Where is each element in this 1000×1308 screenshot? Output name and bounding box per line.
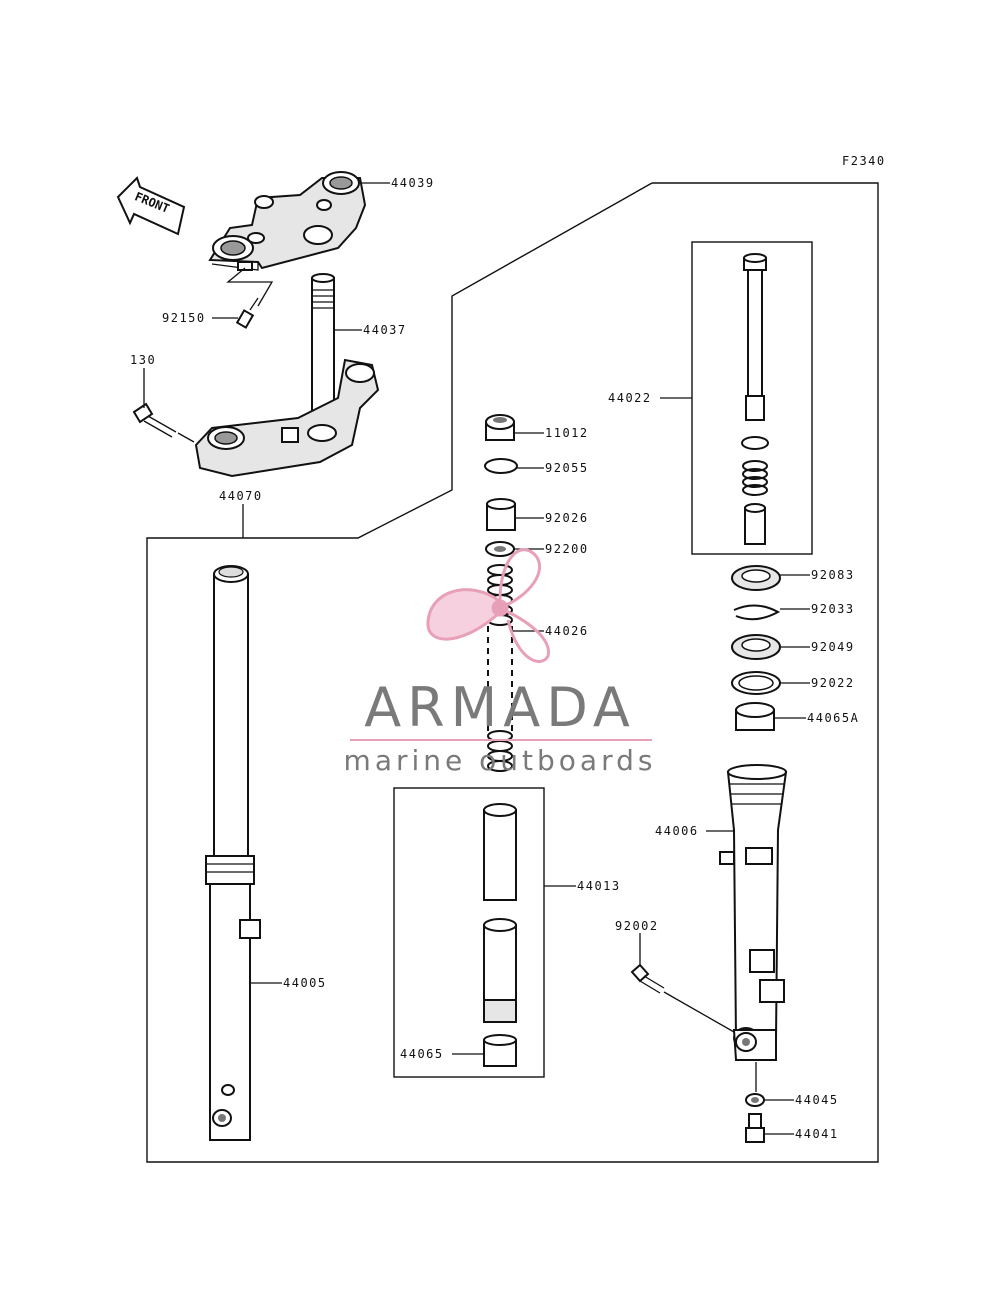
label-92022: 92022	[811, 676, 855, 690]
spacer-92026	[486, 498, 516, 531]
upper-bracket	[208, 171, 367, 271]
label-44039: 44039	[391, 176, 435, 190]
figure-code: F2340	[842, 154, 886, 168]
label-44070: 44070	[219, 489, 263, 503]
oil-seal-92049	[731, 634, 781, 660]
label-44041: 44041	[795, 1127, 839, 1141]
axle-bolt-92002	[630, 963, 735, 1033]
damper-rod-44022	[741, 253, 769, 545]
front-arrow-icon: FRONT	[116, 176, 186, 236]
watermark-brand: ARMADA	[364, 676, 636, 739]
label-44037: 44037	[363, 323, 407, 337]
label-92049: 92049	[811, 640, 855, 654]
assembly-frame	[146, 182, 879, 1163]
bushing-44065	[483, 1034, 517, 1067]
bolt-130	[132, 402, 195, 443]
label-92026: 92026	[545, 511, 589, 525]
label-11012: 11012	[545, 426, 589, 440]
label-44065A: 44065A	[807, 711, 859, 725]
steering-stem	[311, 273, 335, 439]
label-44065: 44065	[400, 1047, 444, 1061]
retaining-ring-92033	[733, 604, 781, 621]
label-92055: 92055	[545, 461, 589, 475]
label-130: 130	[130, 353, 156, 367]
label-92033: 92033	[811, 602, 855, 616]
bolt-92150	[226, 267, 274, 329]
left-fork-tube	[205, 565, 261, 1141]
drain-bolt-44041	[745, 1113, 765, 1143]
fork-cap-11012	[485, 414, 515, 441]
dust-seal-92083	[731, 565, 781, 591]
watermark-tagline: marine outboards	[344, 744, 657, 777]
bushing-44065A	[735, 702, 775, 731]
right-fork-outer-tube-44006	[719, 764, 788, 1061]
label-44006: 44006	[655, 824, 699, 838]
label-44013: 44013	[577, 879, 621, 893]
watermark: ARMADA marine outboards	[344, 548, 657, 777]
lower-bracket	[194, 358, 380, 478]
label-44005: 44005	[283, 976, 327, 990]
label-92200: 92200	[545, 542, 589, 556]
label-44022: 44022	[608, 391, 652, 405]
washer-92200	[485, 541, 515, 557]
label-44026: 44026	[545, 624, 589, 638]
propeller-logo-icon	[426, 548, 550, 663]
label-92002: 92002	[615, 919, 659, 933]
o-ring-92055	[484, 458, 518, 474]
washer-92022	[731, 671, 781, 695]
inner-tube-group-44013	[393, 787, 545, 1078]
gasket-44045	[745, 1093, 765, 1107]
label-92083: 92083	[811, 568, 855, 582]
label-92150: 92150	[162, 311, 206, 325]
label-44045: 44045	[795, 1093, 839, 1107]
inner-tube-44013	[483, 803, 517, 1023]
